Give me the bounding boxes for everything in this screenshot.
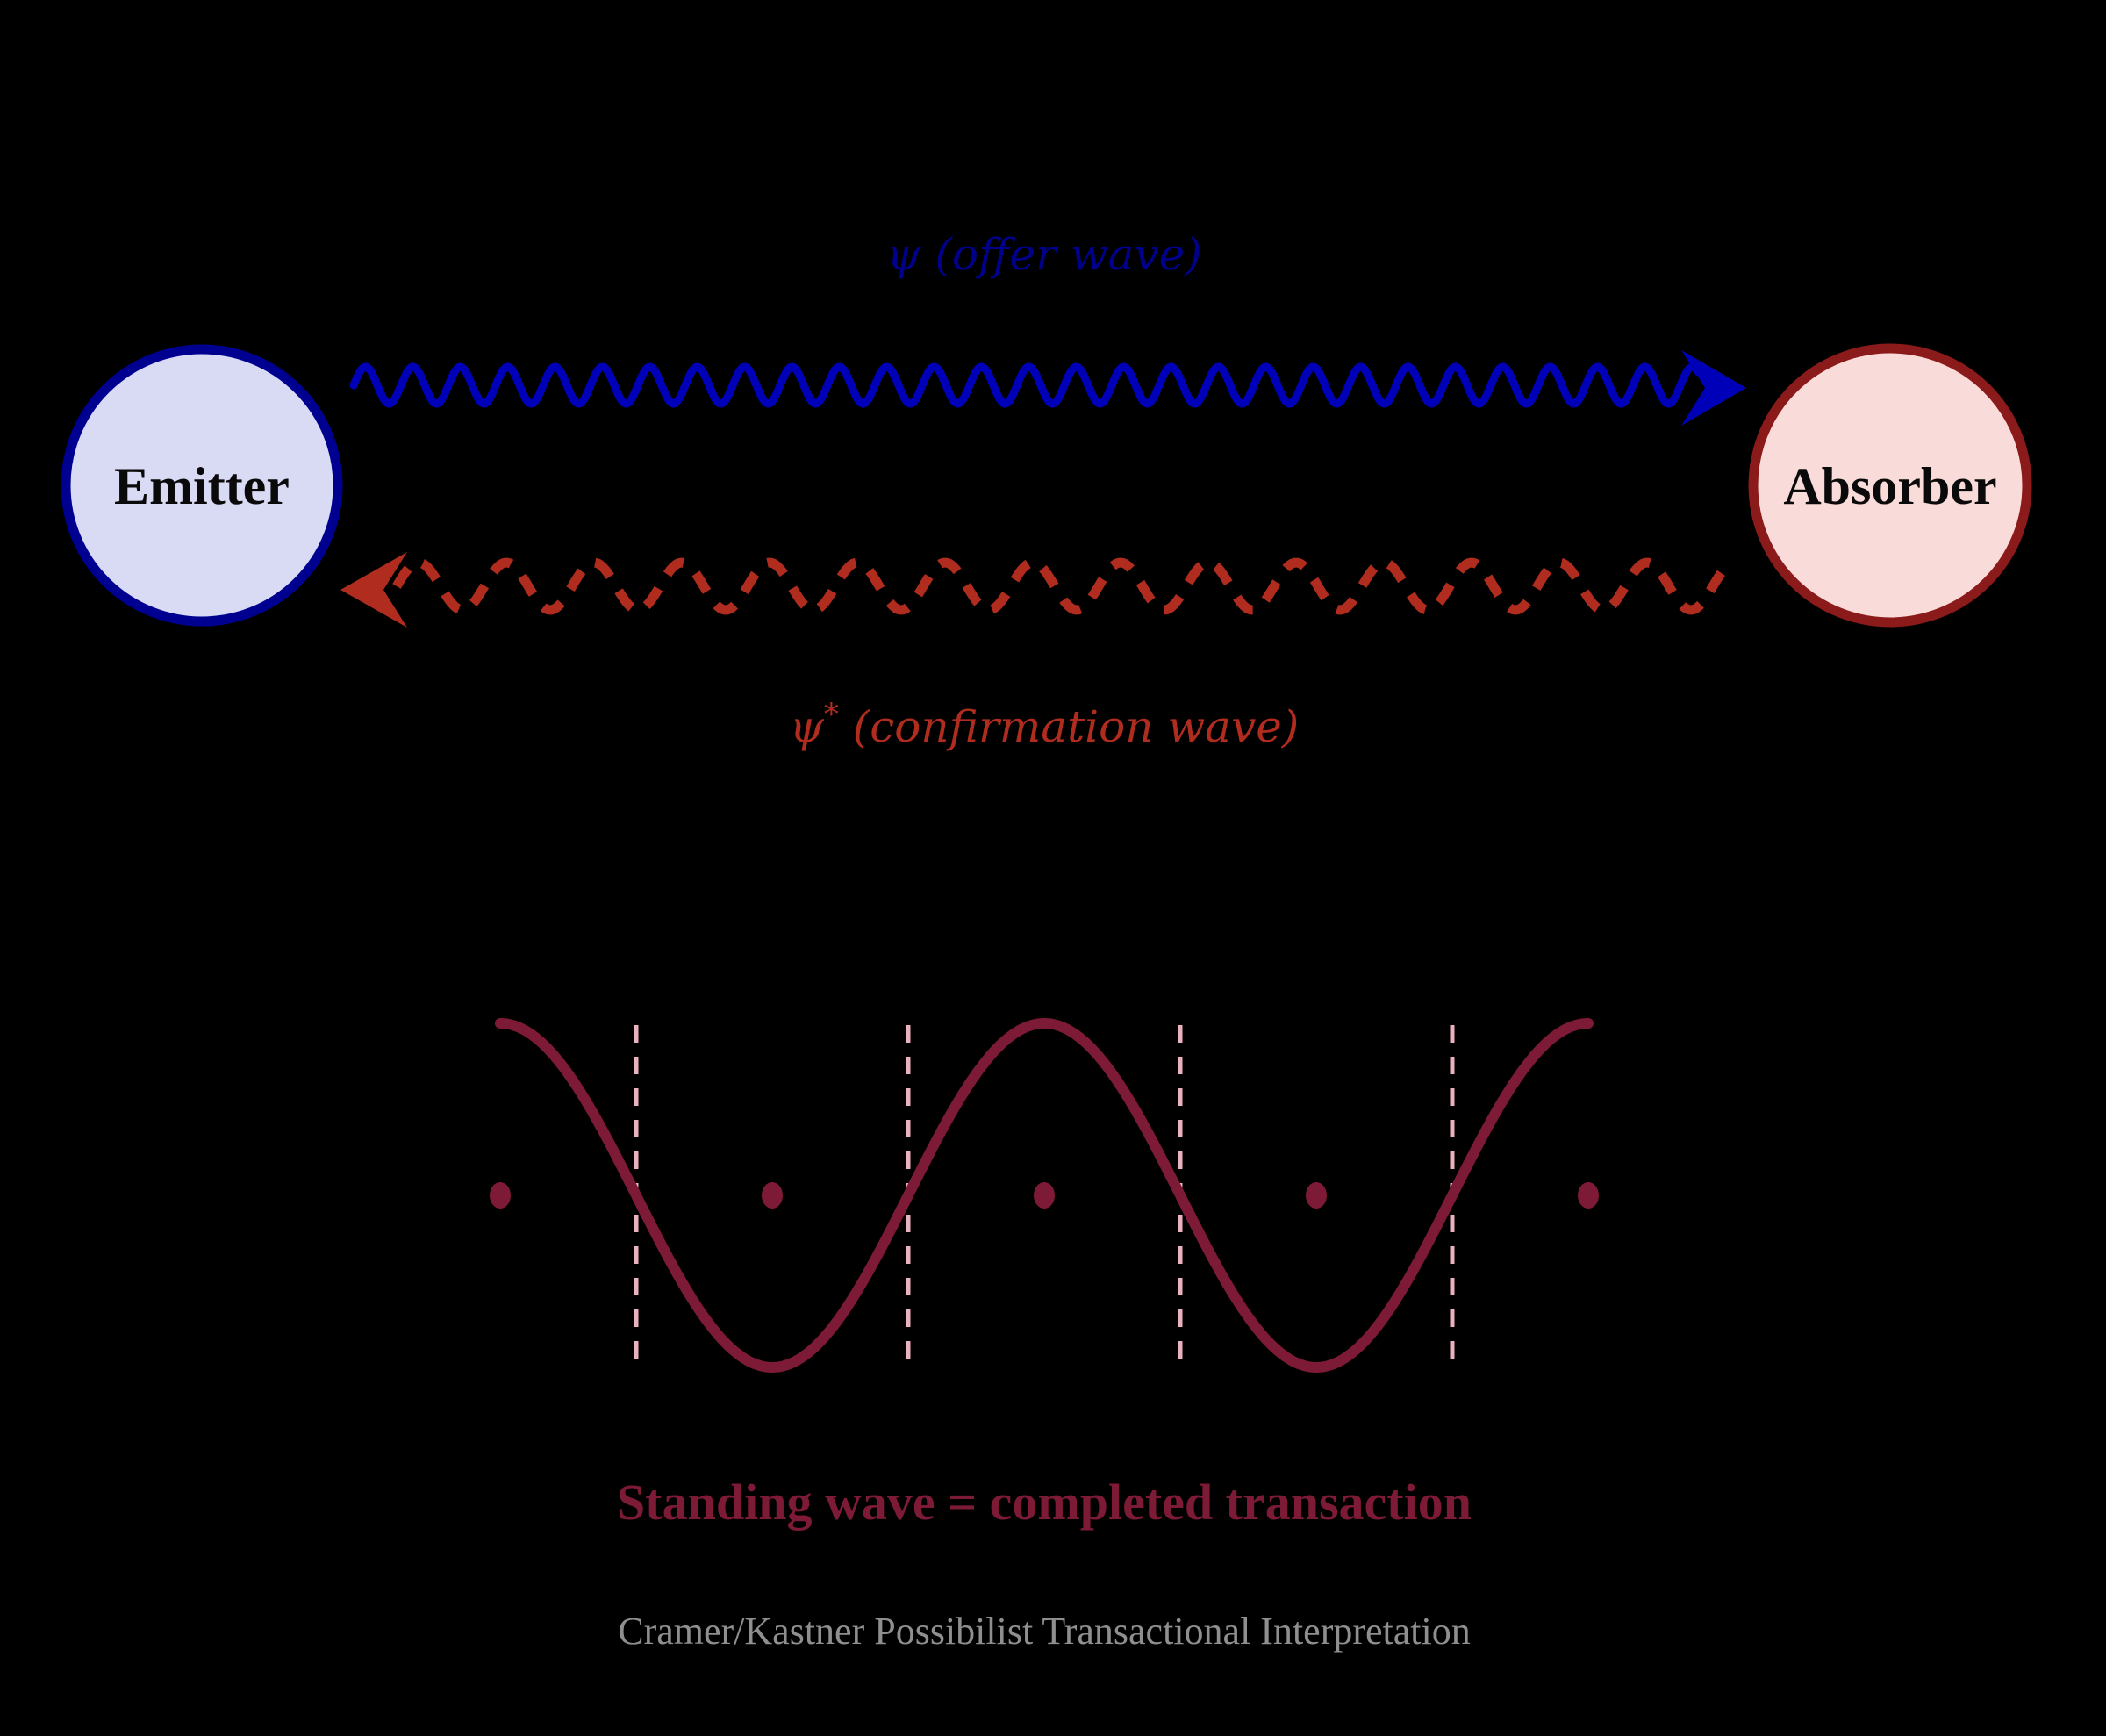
offer-wave [349,362,1702,408]
confirmation-wave-arrowhead-icon [340,552,407,628]
antinode-dot [1034,1182,1055,1209]
standing-wave-group: Standing wave = completed transaction [490,1018,1599,1531]
standing-wave-caption: Standing wave = completed transaction [617,1474,1472,1531]
emitter-group: Emitter [61,344,343,627]
antinode-dot [1306,1182,1327,1209]
confirmation-wave-label-rest: (confirmation wave) [839,701,1299,752]
figure-caption: Cramer/Kastner Possibilist Transactional… [618,1610,1471,1653]
confirmation-wave-label-psi: ψ [790,701,825,752]
offer-wave-label: ψ (offer wave) [886,229,1201,280]
offer-wave-group: ψ (offer wave) [349,229,1746,426]
confirmation-wave-group: ψ* (confirmation wave) [340,552,1732,752]
confirmation-wave-label: ψ* (confirmation wave) [790,697,1300,752]
standing-wave [495,1018,1594,1373]
absorber-label: Absorber [1783,457,1996,515]
offer-wave-arrowhead-icon [1681,350,1746,426]
emitter-node [61,344,343,627]
antinode-dot [762,1182,783,1209]
confirmation-wave [392,557,1732,615]
emitter-label: Emitter [114,457,290,515]
absorber-node [1748,343,2032,628]
antinode-dot [490,1182,511,1209]
confirmation-wave-label-star: * [824,697,839,732]
absorber-group: Absorber [1748,343,2032,628]
antinode-dot [1578,1182,1599,1209]
